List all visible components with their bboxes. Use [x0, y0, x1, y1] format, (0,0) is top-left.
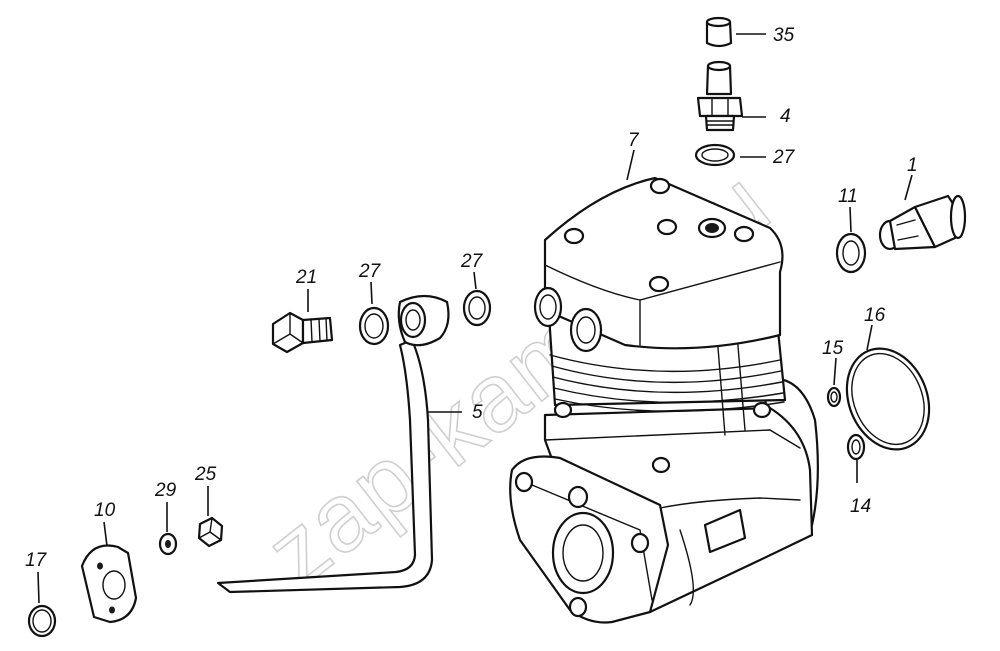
callout-14: 14: [850, 496, 871, 517]
callout-25: 25: [194, 464, 217, 485]
part-25-nut: [197, 516, 224, 548]
callout-29: 29: [154, 480, 177, 501]
callout-4: 4: [780, 106, 791, 127]
callout-16: 16: [864, 305, 886, 326]
part-1-elbow-fitting: [878, 194, 967, 251]
part-21-banjo-bolt: [271, 311, 334, 354]
callout-11: 11: [838, 186, 858, 207]
part-10-flange: [80, 544, 138, 624]
part-17-ring: [27, 604, 57, 638]
callout-5: 5: [472, 402, 483, 423]
callout-17: 17: [25, 550, 48, 571]
callout-1: 1: [907, 155, 918, 176]
part-7-compressor-assembly: [509, 176, 819, 624]
part-5-oil-pipe: [216, 294, 450, 594]
callout-35: 35: [773, 25, 795, 46]
part-14-ring: [846, 433, 866, 461]
part-11-washer: [835, 232, 867, 274]
callout-15: 15: [822, 338, 844, 359]
part-29-washer: [158, 532, 178, 556]
callout-27-right: 27: [460, 251, 484, 272]
callout-27-left: 27: [358, 261, 382, 282]
callout-10: 10: [94, 500, 116, 521]
part-15-ring: [826, 386, 842, 408]
callout-27-top: 27: [772, 147, 796, 168]
leader-lines: [37, 33, 913, 604]
callout-7: 7: [628, 130, 640, 151]
part-27-washer-right: [462, 289, 492, 327]
part-4-fitting: [696, 60, 744, 132]
part-27-washer-top: [694, 143, 736, 167]
part-16-o-ring: [845, 347, 931, 451]
part-27-washer-left: [358, 306, 390, 346]
callouts: 35 4 27 7 1 11 21 27 27 16 15 5 14 29 25…: [25, 25, 918, 571]
callout-21: 21: [295, 267, 317, 288]
part-35-cap: [705, 16, 733, 48]
